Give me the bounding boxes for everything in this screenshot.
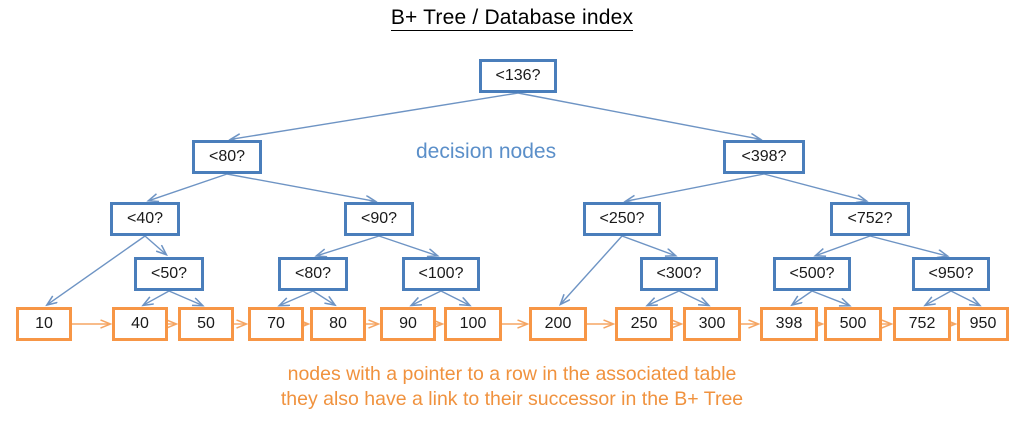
node-label: 50 bbox=[197, 315, 215, 332]
edge-d50-to-L50 bbox=[168, 290, 202, 305]
edge-d80b-to-L70 bbox=[280, 290, 314, 305]
decision-node-d80b[interactable]: <80? bbox=[278, 257, 348, 291]
decision-node-d136[interactable]: <136? bbox=[479, 59, 557, 93]
leaf-caption-line-2: they also have a link to their successor… bbox=[280, 388, 744, 410]
leaf-node-L40[interactable]: 40 bbox=[112, 307, 168, 341]
node-label: <500? bbox=[789, 265, 835, 282]
leaf-node-L752[interactable]: 752 bbox=[893, 307, 951, 341]
node-label: <398? bbox=[741, 148, 787, 165]
leaf-node-L250[interactable]: 250 bbox=[615, 307, 673, 341]
node-label: <80? bbox=[208, 148, 246, 165]
leaf-node-L200[interactable]: 200 bbox=[529, 307, 587, 341]
leaf-node-L80[interactable]: 80 bbox=[310, 307, 366, 341]
decision-nodes-label: decision nodes bbox=[416, 140, 557, 163]
node-label: <50? bbox=[150, 265, 188, 282]
leaf-node-L300[interactable]: 300 bbox=[683, 307, 741, 341]
node-label: 40 bbox=[131, 315, 149, 332]
node-label: 80 bbox=[329, 315, 347, 332]
edge-d250-to-d300 bbox=[621, 235, 675, 256]
node-label: <300? bbox=[656, 265, 702, 282]
leaf-node-L100[interactable]: 100 bbox=[444, 307, 502, 341]
edge-d136-to-d398 bbox=[517, 92, 760, 139]
leaf-caption: nodes with a pointer to a row in the ass… bbox=[0, 362, 1024, 412]
node-label: <90? bbox=[360, 210, 398, 227]
page-title-text: B+ Tree / Database index bbox=[390, 6, 634, 31]
edge-d90-to-d80b bbox=[317, 235, 380, 256]
edge-d250-to-L200 bbox=[561, 235, 623, 304]
leaf-node-L90[interactable]: 90 bbox=[380, 307, 436, 341]
edge-d300-to-L300 bbox=[678, 290, 708, 305]
decision-node-d300[interactable]: <300? bbox=[640, 257, 718, 291]
edge-d100-to-L100 bbox=[440, 290, 469, 305]
node-label: <950? bbox=[928, 265, 974, 282]
node-label: 10 bbox=[35, 315, 53, 332]
edge-d80a-to-d90 bbox=[226, 173, 375, 201]
decision-node-d250[interactable]: <250? bbox=[583, 202, 661, 236]
edge-d752-to-d500 bbox=[816, 235, 871, 256]
node-label: <80? bbox=[294, 265, 332, 282]
decision-node-d500[interactable]: <500? bbox=[773, 257, 851, 291]
edge-d398-to-d752 bbox=[763, 173, 866, 201]
decision-node-d398[interactable]: <398? bbox=[723, 140, 805, 174]
edge-d398-to-d250 bbox=[626, 173, 765, 201]
node-label: 70 bbox=[267, 315, 285, 332]
node-label: 90 bbox=[399, 315, 417, 332]
leaf-node-L950[interactable]: 950 bbox=[957, 307, 1009, 341]
edge-d80a-to-d40 bbox=[149, 173, 228, 201]
decision-node-d50[interactable]: <50? bbox=[134, 257, 204, 291]
decision-node-d950[interactable]: <950? bbox=[912, 257, 990, 291]
leaf-node-L398[interactable]: 398 bbox=[760, 307, 818, 341]
node-label: 500 bbox=[839, 315, 867, 332]
node-label: 100 bbox=[459, 315, 487, 332]
page-title: B+ Tree / Database index bbox=[0, 6, 1024, 31]
decision-node-d40[interactable]: <40? bbox=[110, 202, 180, 236]
node-label: 200 bbox=[544, 315, 572, 332]
edge-d80b-to-L80 bbox=[312, 290, 335, 305]
node-label: 398 bbox=[775, 315, 803, 332]
node-label: 950 bbox=[969, 315, 997, 332]
decision-node-d100[interactable]: <100? bbox=[402, 257, 480, 291]
edge-d500-to-L398 bbox=[792, 290, 813, 305]
edge-d100-to-L90 bbox=[412, 290, 442, 305]
leaf-caption-line-1: nodes with a pointer to a row in the ass… bbox=[287, 363, 737, 385]
edge-d752-to-d950 bbox=[869, 235, 947, 256]
edge-d40-to-L10 bbox=[47, 235, 146, 305]
node-label: 752 bbox=[908, 315, 936, 332]
decision-node-d90[interactable]: <90? bbox=[344, 202, 414, 236]
edge-d300-to-L250 bbox=[648, 290, 680, 305]
node-label: <40? bbox=[126, 210, 164, 227]
leaf-node-L10[interactable]: 10 bbox=[16, 307, 72, 341]
leaf-node-L70[interactable]: 70 bbox=[248, 307, 304, 341]
leaf-node-L500[interactable]: 500 bbox=[824, 307, 882, 341]
node-label: <250? bbox=[599, 210, 645, 227]
edge-d90-to-d100 bbox=[378, 235, 437, 256]
node-label: 250 bbox=[630, 315, 658, 332]
edge-d50-to-L40 bbox=[144, 290, 170, 305]
decision-node-d752[interactable]: <752? bbox=[830, 202, 910, 236]
node-label: <136? bbox=[495, 67, 541, 84]
node-label: <752? bbox=[847, 210, 893, 227]
edge-d950-to-L950 bbox=[950, 290, 979, 305]
leaf-node-L50[interactable]: 50 bbox=[178, 307, 234, 341]
edge-d40-to-d50 bbox=[144, 235, 166, 254]
edge-d136-to-d80a bbox=[231, 92, 519, 139]
edge-d500-to-L500 bbox=[811, 290, 849, 306]
edge-d950-to-L752 bbox=[926, 290, 952, 305]
decision-node-d80a[interactable]: <80? bbox=[192, 140, 262, 174]
node-label: 300 bbox=[698, 315, 726, 332]
node-label: <100? bbox=[418, 265, 464, 282]
